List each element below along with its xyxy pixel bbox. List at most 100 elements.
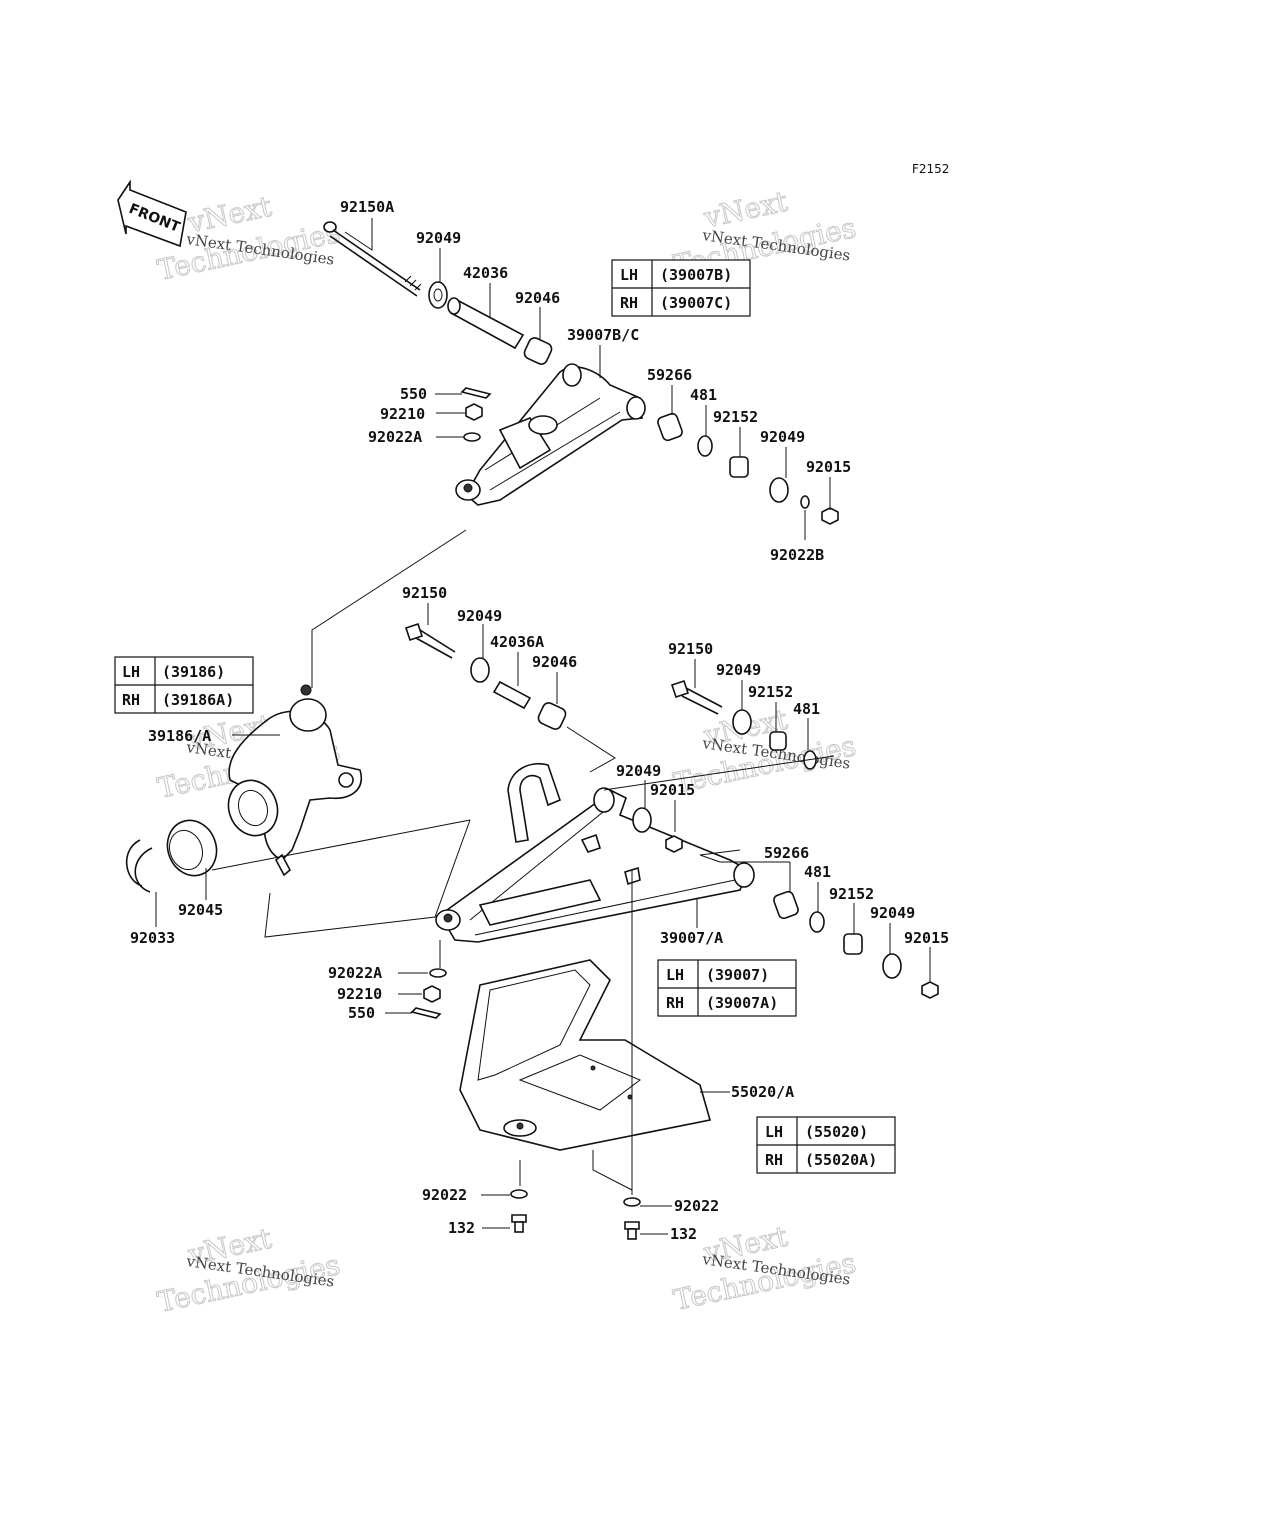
bolt-92150A bbox=[323, 221, 422, 297]
label-550: 550 bbox=[400, 385, 427, 403]
label-92049: 92049 bbox=[760, 428, 805, 446]
cotter-pin-550-upper bbox=[460, 387, 492, 399]
washer-92022A-lower bbox=[429, 968, 447, 978]
label-481: 481 bbox=[690, 386, 717, 404]
label-39007B-C: 39007B/C bbox=[567, 326, 639, 344]
label-92015: 92015 bbox=[650, 781, 695, 799]
label-39186-A: 39186/A bbox=[148, 727, 211, 745]
label-92045: 92045 bbox=[178, 901, 223, 919]
label-92049: 92049 bbox=[416, 229, 461, 247]
label-92210: 92210 bbox=[337, 985, 382, 1003]
washer-92049-upper-right bbox=[769, 477, 789, 503]
bolt-92150-right bbox=[670, 679, 723, 715]
label-481: 481 bbox=[804, 863, 831, 881]
svg-text:(39186): (39186) bbox=[162, 663, 225, 681]
label-92046: 92046 bbox=[515, 289, 560, 307]
label-92015: 92015 bbox=[806, 458, 851, 476]
svg-text:RH: RH bbox=[765, 1151, 783, 1169]
figure-code: F2152 bbox=[912, 162, 949, 176]
label-55020-A: 55020/A bbox=[731, 1083, 794, 1101]
circlip-92033 bbox=[125, 839, 153, 893]
collar-92152-lower bbox=[843, 933, 863, 955]
collar-42036A bbox=[492, 680, 532, 710]
nut-92210-upper bbox=[465, 403, 483, 421]
washer-92049-lower-mid bbox=[632, 807, 652, 833]
nut-92015-lower-right bbox=[921, 981, 939, 999]
collar-42036 bbox=[447, 297, 525, 350]
label-92150: 92150 bbox=[668, 640, 713, 658]
front-arrow: FRONT bbox=[117, 179, 187, 248]
label-42036A: 42036A bbox=[490, 633, 544, 651]
label-39007-A: 39007/A bbox=[660, 929, 723, 947]
label-92022: 92022 bbox=[674, 1197, 719, 1215]
washer-92049-upper bbox=[428, 281, 448, 309]
svg-text:(39007C): (39007C) bbox=[660, 294, 732, 312]
washer-92049-lower-left bbox=[470, 657, 490, 683]
part-labels: 92150A 92049 42036 92046 39007B/C 550 92… bbox=[130, 198, 949, 1243]
bushing-92046-lower bbox=[537, 702, 567, 730]
upper-a-arm bbox=[455, 363, 646, 506]
svg-text:LH: LH bbox=[122, 663, 140, 681]
label-92210: 92210 bbox=[380, 405, 425, 423]
label-92152: 92152 bbox=[829, 885, 874, 903]
bolt-92150-left bbox=[404, 622, 456, 659]
bolt-132-right bbox=[624, 1221, 640, 1240]
label-132: 132 bbox=[448, 1219, 475, 1237]
leader-lines bbox=[155, 218, 931, 1235]
label-92150A: 92150A bbox=[340, 198, 394, 216]
label-92049: 92049 bbox=[870, 904, 915, 922]
lower-a-arm bbox=[435, 763, 755, 943]
spec-table-skid-plate: LH (55020) RH (55020A) bbox=[756, 1116, 896, 1174]
washer-92022-right bbox=[623, 1197, 641, 1207]
label-92049: 92049 bbox=[716, 661, 761, 679]
label-59266: 59266 bbox=[764, 844, 809, 862]
label-92022: 92022 bbox=[422, 1186, 467, 1204]
label-92152: 92152 bbox=[748, 683, 793, 701]
svg-text:(39186A): (39186A) bbox=[162, 691, 234, 709]
label-92022B: 92022B bbox=[770, 546, 824, 564]
nut-92210-lower bbox=[423, 985, 441, 1003]
washer-92022B bbox=[800, 495, 810, 509]
label-92022A: 92022A bbox=[328, 964, 382, 982]
svg-text:LH: LH bbox=[620, 266, 638, 284]
label-92046: 92046 bbox=[532, 653, 577, 671]
washer-92049-lower-right bbox=[882, 953, 902, 979]
label-92152: 92152 bbox=[713, 408, 758, 426]
label-132: 132 bbox=[670, 1225, 697, 1243]
cotter-pin-550-lower bbox=[410, 1007, 442, 1019]
svg-text:(39007): (39007) bbox=[706, 966, 769, 984]
nut-92015-upper bbox=[821, 507, 839, 525]
svg-text:RH: RH bbox=[620, 294, 638, 312]
svg-text:(55020A): (55020A) bbox=[805, 1151, 877, 1169]
bushing-59266-upper bbox=[657, 412, 683, 442]
svg-text:RH: RH bbox=[122, 691, 140, 709]
svg-text:LH: LH bbox=[765, 1123, 783, 1141]
label-92049: 92049 bbox=[457, 607, 502, 625]
label-92150: 92150 bbox=[402, 584, 447, 602]
label-59266: 59266 bbox=[647, 366, 692, 384]
bolt-132-left bbox=[511, 1214, 527, 1233]
label-92022A: 92022A bbox=[368, 428, 422, 446]
spec-table-upper-arm: LH (39007B) RH (39007C) bbox=[611, 259, 751, 317]
svg-text:RH: RH bbox=[666, 994, 684, 1012]
svg-text:(39007A): (39007A) bbox=[706, 994, 778, 1012]
spec-table-knuckle: LH (39186) RH (39186A) bbox=[114, 656, 254, 714]
snap-ring-481-upper bbox=[697, 435, 713, 457]
lower-arm-assembly bbox=[404, 622, 939, 1019]
spec-table-lower-arm: LH (39007) RH (39007A) bbox=[657, 959, 797, 1017]
label-92033: 92033 bbox=[130, 929, 175, 947]
nut-92015-lower-mid bbox=[665, 835, 683, 853]
bushing-59266-lower bbox=[773, 890, 799, 920]
washer-92049-lower-right-top bbox=[732, 709, 752, 735]
label-42036: 42036 bbox=[463, 264, 508, 282]
washer-92022A-upper bbox=[463, 432, 481, 442]
svg-text:(55020): (55020) bbox=[805, 1123, 868, 1141]
svg-text:LH: LH bbox=[666, 966, 684, 984]
skid-plate-55020 bbox=[459, 959, 712, 1151]
collar-92152-lower-top bbox=[769, 731, 787, 751]
svg-text:(39007B): (39007B) bbox=[660, 266, 732, 284]
snap-ring-481-lower bbox=[809, 911, 825, 933]
bearing-92045 bbox=[166, 819, 218, 877]
label-92015: 92015 bbox=[904, 929, 949, 947]
